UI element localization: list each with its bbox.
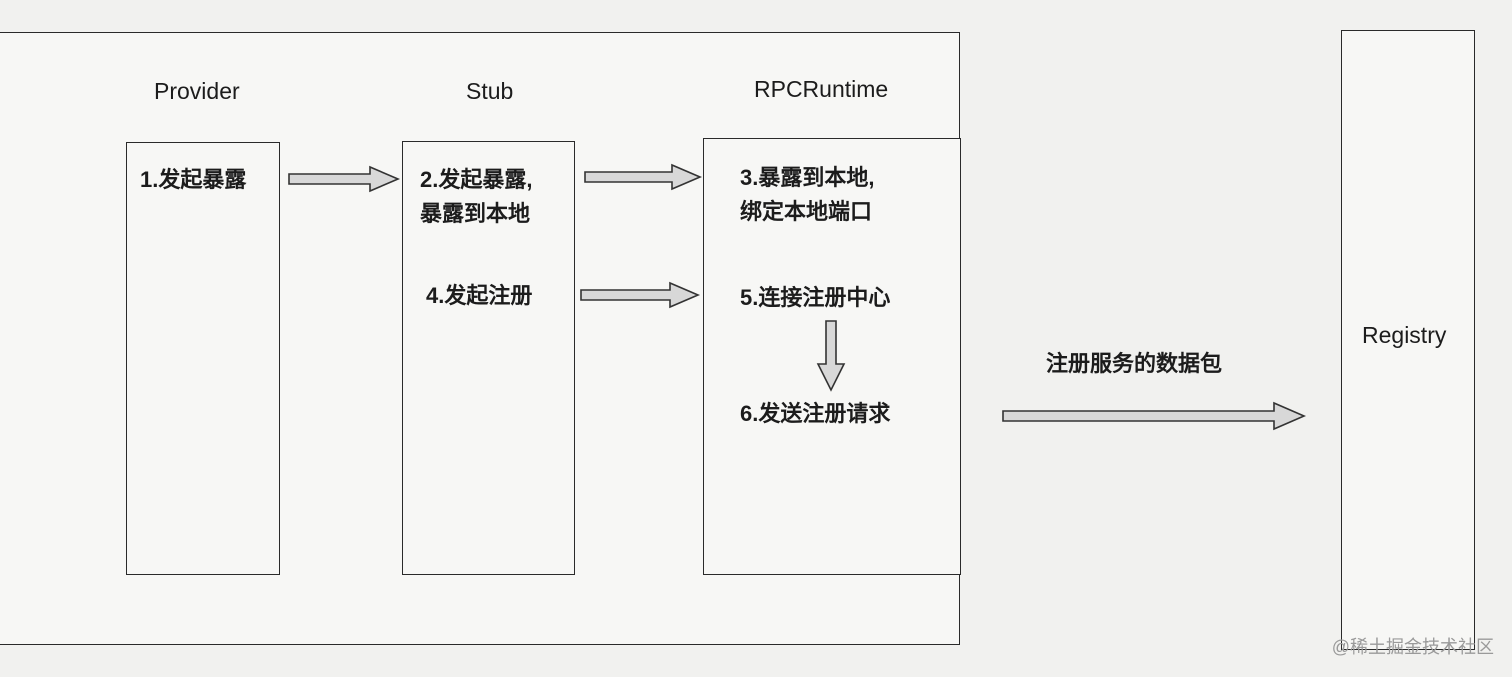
step-2-text-line2: 暴露到本地 <box>420 201 531 226</box>
step-5-text: 5.连接注册中心 <box>740 285 891 310</box>
provider-box <box>126 142 280 575</box>
step-3-text-line2: 绑定本地端口 <box>740 199 873 224</box>
provider-title: Provider <box>154 78 240 104</box>
stub-title: Stub <box>466 78 514 104</box>
registry-title: Registry <box>1362 322 1447 348</box>
step-6-text: 6.发送注册请求 <box>740 401 891 426</box>
step-2-text-line1: 2.发起暴露, <box>420 167 533 192</box>
step-1-text: 1.发起暴露 <box>140 167 247 192</box>
packet-label: 注册服务的数据包 <box>1046 351 1223 376</box>
registry-box <box>1341 30 1475 650</box>
arrow-stub-to-runtime-register <box>580 281 701 309</box>
arrow-runtime-to-registry <box>1002 401 1307 431</box>
step-3-text-line1: 3.暴露到本地, <box>740 165 875 190</box>
arrow-provider-to-stub <box>288 165 401 193</box>
stub-box <box>402 141 575 575</box>
watermark: @稀土掘金技术社区 <box>1331 637 1494 657</box>
arrow-connect-to-send <box>816 320 846 392</box>
runtime-title: RPCRuntime <box>754 76 889 102</box>
arrow-stub-to-runtime-expose <box>584 163 703 191</box>
step-4-text: 4.发起注册 <box>426 283 533 308</box>
